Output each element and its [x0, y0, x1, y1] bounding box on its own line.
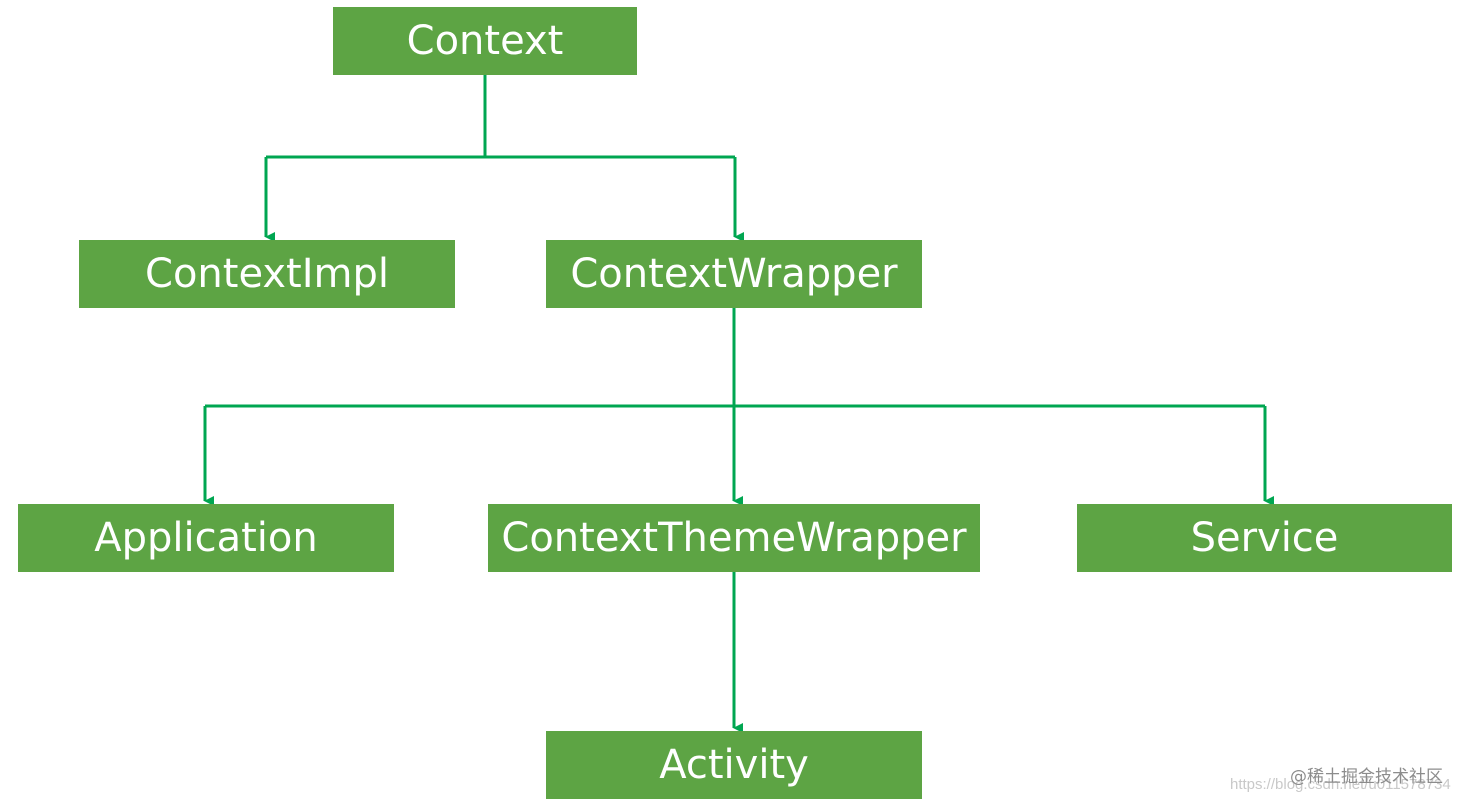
node-service-label: Service [1190, 515, 1339, 561]
node-contextthemewrapper: ContextThemeWrapper [488, 504, 980, 572]
node-context: Context [333, 7, 637, 75]
node-contextimpl: ContextImpl [79, 240, 455, 308]
watermark-url: https://blog.csdn.net/u011578734 [1230, 776, 1451, 793]
node-contextimpl-label: ContextImpl [145, 251, 389, 297]
edge-context-to-children [264, 75, 744, 242]
node-contextwrapper: ContextWrapper [546, 240, 922, 308]
node-activity-label: Activity [659, 742, 809, 788]
node-contextwrapper-label: ContextWrapper [570, 251, 898, 297]
node-application: Application [18, 504, 394, 572]
node-activity: Activity [546, 731, 922, 799]
node-service: Service [1077, 504, 1452, 572]
node-application-label: Application [94, 515, 318, 561]
node-contextthemewrapper-label: ContextThemeWrapper [501, 515, 967, 561]
edge-contextwrapper-to-children [203, 308, 1274, 506]
watermark-brand: @稀土掘金技术社区 [1290, 767, 1443, 787]
node-context-label: Context [406, 18, 564, 64]
